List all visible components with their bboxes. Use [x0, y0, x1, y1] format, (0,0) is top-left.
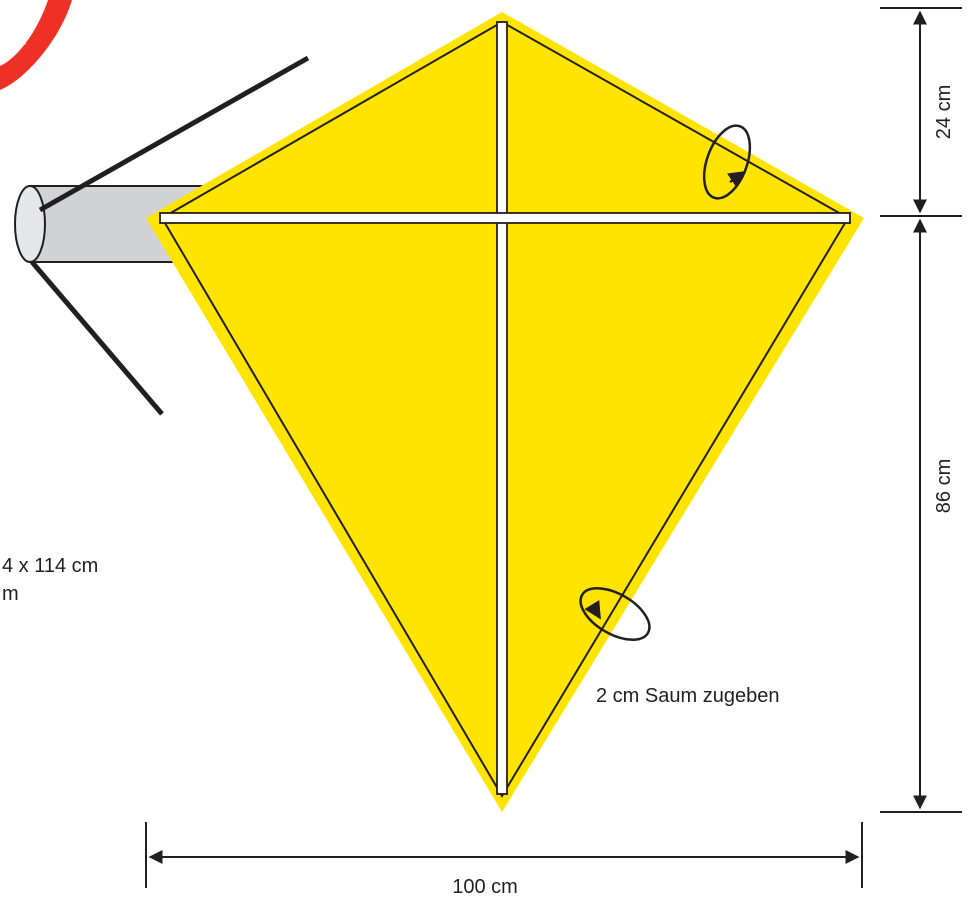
spar-stick-upper: [38, 55, 310, 213]
scissors-icon: [0, 0, 72, 90]
kite-spine-spar: [496, 21, 508, 795]
kite-cut-outline: [160, 20, 850, 798]
kite-sail: [146, 12, 864, 812]
fabric-roll-end: [14, 185, 46, 263]
vertical-dimensions: 24 cm 86 cm: [880, 7, 962, 813]
material-size-note: 4 x 114 cm: [2, 555, 98, 577]
fold-arrow-icon: [579, 587, 651, 641]
top-height-label: 24 cm: [933, 85, 955, 139]
hem-allowance-note: 2 cm Saum zugeben: [596, 685, 779, 707]
width-label: 100 cm: [452, 876, 518, 898]
bottom-height-label: 86 cm: [933, 459, 955, 513]
spar-stick-lower: [30, 260, 164, 416]
fold-arrow-icon: [702, 124, 752, 200]
material-size-note-2: m: [2, 583, 19, 605]
horizontal-dimension: 100 cm: [145, 822, 863, 898]
